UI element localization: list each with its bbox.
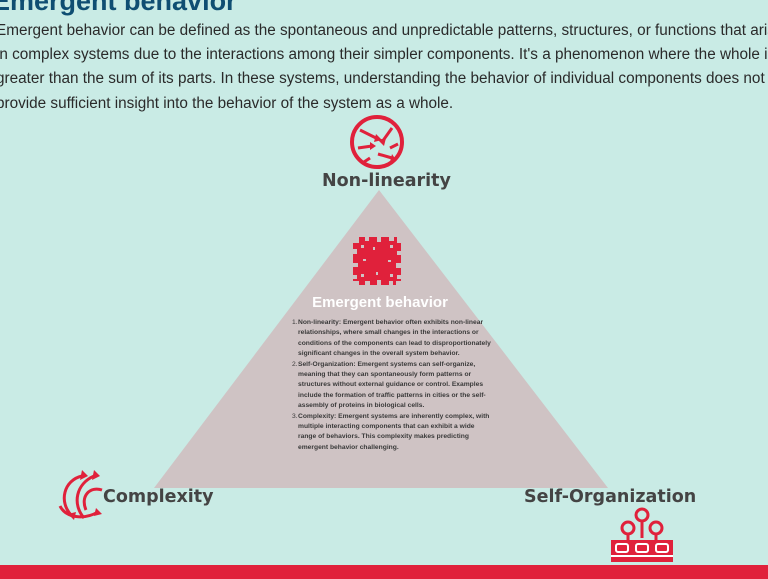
point-text: Self-Organization: Emergent systems can …: [298, 360, 486, 410]
complexity-icon: [58, 470, 103, 520]
page-title: Emergent behavior: [0, 0, 237, 16]
complexity-label: Complexity: [103, 487, 214, 507]
center-title: Emergent behavior: [312, 294, 448, 311]
intro-paragraph: Emergent behavior can be defined as the …: [0, 22, 768, 112]
self-organization-icon: [611, 507, 673, 562]
footer-bar: [0, 565, 768, 579]
non-linearity-icon: [350, 115, 404, 169]
fractal-icon: [353, 237, 401, 285]
list-item: 3.Complexity: Emergent systems are inher…: [292, 412, 492, 454]
points-list: 1.Non-linearity: Emergent behavior often…: [286, 318, 492, 453]
point-number: 3.: [292, 412, 298, 420]
list-item: 2.Self-Organization: Emergent systems ca…: [292, 360, 492, 412]
non-linearity-label: Non-linearity: [322, 171, 451, 191]
pyramid-triangle: [154, 190, 608, 488]
point-text: Complexity: Emergent systems are inheren…: [298, 412, 490, 451]
self-organization-label: Self-Organization: [524, 487, 697, 507]
point-text: Non-linearity: Emergent behavior often e…: [298, 319, 491, 358]
list-item: 1.Non-linearity: Emergent behavior often…: [292, 318, 492, 360]
point-number: 2.: [292, 360, 298, 368]
point-number: 1.: [292, 319, 298, 326]
